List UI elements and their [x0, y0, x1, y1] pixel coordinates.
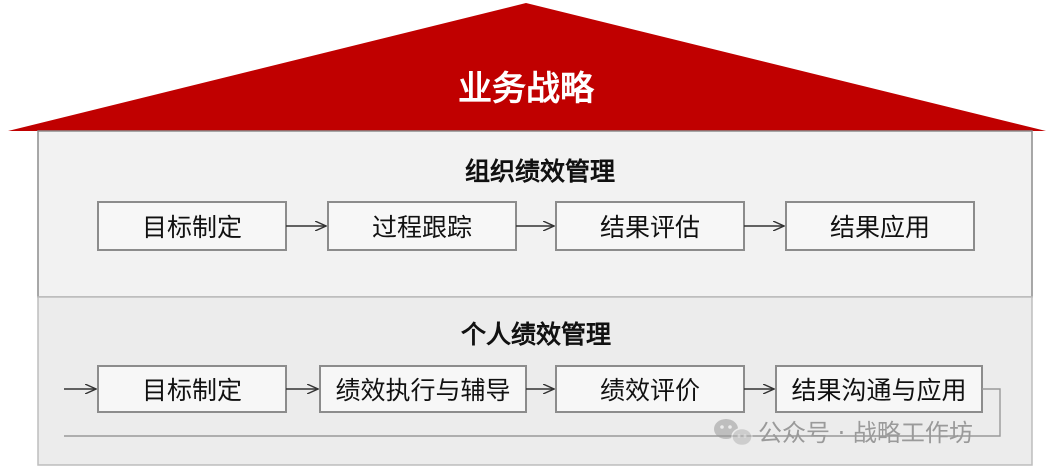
personal-step-2: 绩效执行与辅导 [319, 365, 527, 413]
svg-text:绩效评价: 绩效评价 [600, 376, 700, 405]
roof [8, 3, 1046, 131]
org-step-1: 目标制定 [97, 201, 287, 251]
feedback-loop-line [64, 388, 1001, 437]
org-title: 组织绩效管理 [465, 157, 615, 186]
svg-text:过程跟踪: 过程跟踪 [372, 213, 472, 242]
roof-title: 业务战略 [458, 69, 595, 109]
org-step-4: 结果应用 [785, 201, 975, 251]
svg-text:结果应用: 结果应用 [830, 213, 930, 242]
wechat-icon [714, 419, 753, 447]
svg-text:目标制定: 目标制定 [142, 376, 242, 405]
svg-text:结果评估: 结果评估 [600, 213, 700, 242]
svg-text:目标制定: 目标制定 [142, 213, 242, 242]
watermark-text: 公众号 · 战略工作坊 [758, 419, 973, 447]
svg-text:绩效执行与辅导: 绩效执行与辅导 [335, 376, 510, 405]
personal-step-1: 目标制定 [97, 365, 287, 413]
org-step-2: 过程跟踪 [327, 201, 517, 251]
personal-step-3: 绩效评价 [555, 365, 745, 413]
org-step-3: 结果评估 [555, 201, 745, 251]
svg-text:结果沟通与应用: 结果沟通与应用 [791, 376, 966, 405]
personal-title: 个人绩效管理 [461, 320, 611, 349]
personal-step-4: 结果沟通与应用 [775, 365, 983, 413]
